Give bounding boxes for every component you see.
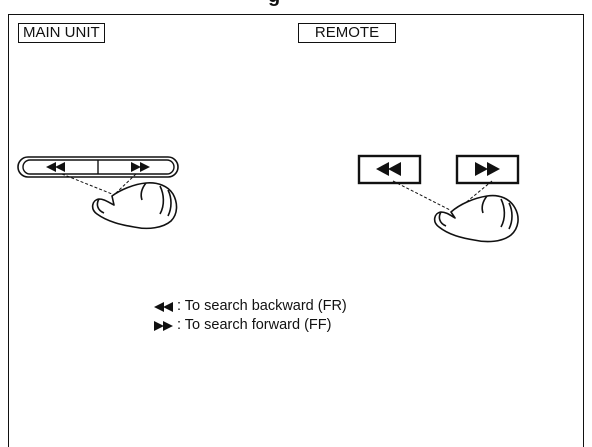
diagram-frame [8,14,584,447]
legend-text-forward: : To search forward (FF) [177,317,332,333]
main-hand-icon [91,182,178,230]
remote-label: REMOTE [298,23,396,43]
legend-row-backward: : To search backward (FR) [154,297,347,316]
remote-fast-forward-button [455,154,520,185]
legend: : To search backward (FR) : To search fo… [154,297,347,335]
remote-fast-forward-icon [475,162,500,176]
main-rewind-icon [46,162,65,172]
page-title-fragment: g [0,0,592,8]
rewind-icon [154,301,173,312]
legend-row-forward: : To search forward (FF) [154,316,347,335]
page-title: g [268,0,281,8]
remote-rewind-button [357,154,422,185]
remote-hand-icon [433,194,519,243]
fast-forward-icon [154,320,173,331]
remote-rewind-icon [376,162,401,176]
main-pointer-lines [61,173,137,195]
main-unit-button-strip [17,156,179,178]
legend-text-backward: : To search backward (FR) [177,298,347,314]
main-fast-forward-icon [131,162,150,172]
main-unit-label: MAIN UNIT [18,23,105,43]
